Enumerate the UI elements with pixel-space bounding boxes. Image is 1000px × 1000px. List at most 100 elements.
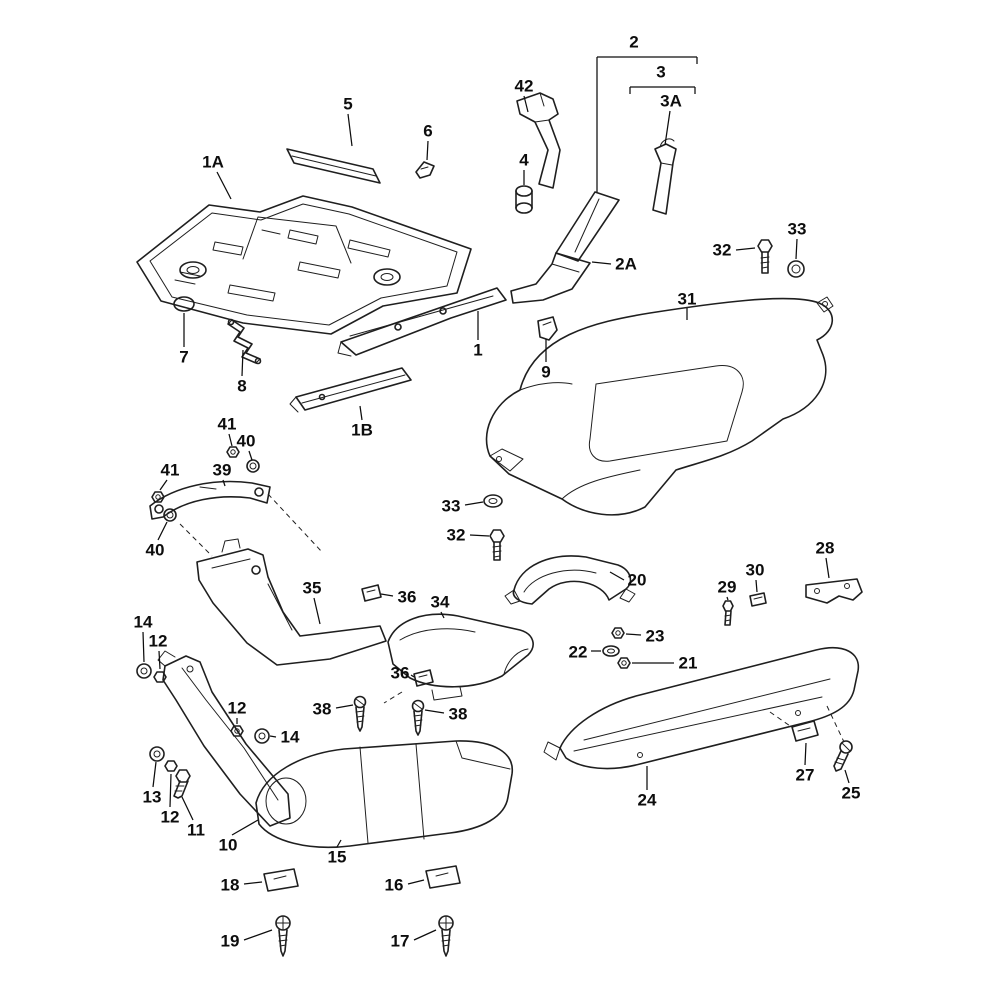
part-washer-14a (136, 663, 152, 679)
part-sill-10 (157, 650, 291, 827)
callout-10: 10 (219, 819, 259, 855)
callout-22: 22 (569, 643, 601, 662)
callout-label: 7 (179, 348, 188, 367)
callout-38: 38 (424, 705, 468, 724)
part-washer-33-mid (483, 494, 503, 508)
callout-label: 16 (385, 876, 404, 895)
part-nut-12b (230, 725, 244, 737)
leader-line (726, 596, 729, 601)
leader-line (755, 579, 758, 593)
callout-12: 12 (228, 699, 246, 724)
callout-23: 23 (625, 627, 665, 646)
callout-1: 1 (473, 311, 483, 360)
leader-line (347, 113, 353, 147)
part-screw-17 (438, 915, 454, 957)
callout-label: 34 (431, 593, 450, 612)
callout-35: 35 (303, 579, 321, 625)
leader-line (157, 521, 168, 541)
callout-label: 36 (391, 664, 410, 683)
part-nut-21 (617, 657, 631, 669)
callout-label: 38 (449, 705, 468, 724)
callout-label: 36 (398, 588, 417, 607)
leader-line (228, 433, 233, 447)
part-duct-34 (387, 613, 534, 701)
leader-line (469, 534, 490, 537)
callout-14: 14 (134, 613, 153, 663)
callout-5: 5 (343, 95, 353, 147)
part-clip-36a (361, 584, 382, 602)
callout-4: 4 (519, 151, 529, 185)
callout-label: 1A (202, 153, 224, 172)
callout-36: 36 (391, 664, 415, 683)
callout-label: 41 (218, 415, 237, 434)
callout-36: 36 (380, 588, 417, 607)
callout-label: 19 (221, 932, 240, 951)
callout-15: 15 (328, 839, 347, 867)
part-rail-5 (286, 148, 381, 184)
leader-line (625, 633, 642, 636)
callout-label: 38 (313, 700, 332, 719)
part-nut-41b (151, 491, 165, 503)
callout-40: 40 (237, 432, 255, 461)
callout-9: 9 (541, 339, 551, 382)
part-bushing-4 (515, 185, 533, 214)
callout-label: 10 (219, 836, 238, 855)
callout-27: 27 (796, 742, 814, 785)
callout-label: 15 (328, 848, 347, 867)
part-duct-15 (255, 740, 513, 849)
callout-label: 3A (660, 92, 682, 111)
callout-30: 30 (746, 561, 765, 593)
leader-line (335, 704, 354, 709)
part-screw-38b (411, 699, 425, 736)
leader-line (410, 674, 415, 678)
callout-41: 41 (159, 461, 180, 491)
part-cover-31 (485, 296, 834, 516)
leader-line (413, 929, 437, 941)
callout-40: 40 (146, 521, 168, 560)
callout-label: 32 (447, 526, 466, 545)
part-bracket-8 (227, 318, 262, 365)
callout-28: 28 (816, 539, 834, 579)
part-washer-14b (254, 728, 270, 744)
part-bolt-32-top (757, 239, 773, 274)
callout-label: 14 (134, 613, 153, 632)
part-nut-12c (164, 760, 178, 772)
callout-label: 41 (161, 461, 180, 480)
leader-line (231, 819, 259, 836)
part-washer-13 (149, 746, 165, 762)
leader-line (222, 479, 226, 487)
leader-line (269, 735, 277, 738)
leader-line (152, 761, 157, 788)
callout-34: 34 (431, 593, 450, 619)
callout-label: 2 (629, 33, 638, 52)
part-rail-2a (510, 252, 591, 304)
callout-32: 32 (713, 241, 756, 260)
leader-line (424, 709, 445, 714)
callout-label: 1 (473, 341, 482, 360)
callout-label: 2A (615, 255, 637, 274)
callout-32: 32 (447, 526, 490, 545)
callout-label: 18 (221, 876, 240, 895)
callout-6: 6 (423, 122, 433, 161)
leader-line (407, 879, 425, 885)
callout-3A: 3A (660, 92, 682, 146)
callout-7: 7 (179, 313, 189, 367)
callout-label: 33 (788, 220, 807, 239)
leader-line (664, 110, 671, 146)
part-bolt-11 (173, 769, 191, 799)
callout-11: 11 (181, 796, 205, 840)
part-bolt-32-mid (489, 529, 505, 561)
callout-label: 40 (146, 541, 165, 560)
part-grommet-7 (173, 296, 195, 312)
callout-16: 16 (385, 876, 425, 895)
callout-label: 23 (646, 627, 665, 646)
callout-label: 30 (746, 561, 765, 580)
part-screw-25 (833, 740, 853, 772)
leader-line (523, 95, 529, 113)
callout-12: 12 (149, 632, 167, 670)
callout-14: 14 (269, 728, 300, 747)
